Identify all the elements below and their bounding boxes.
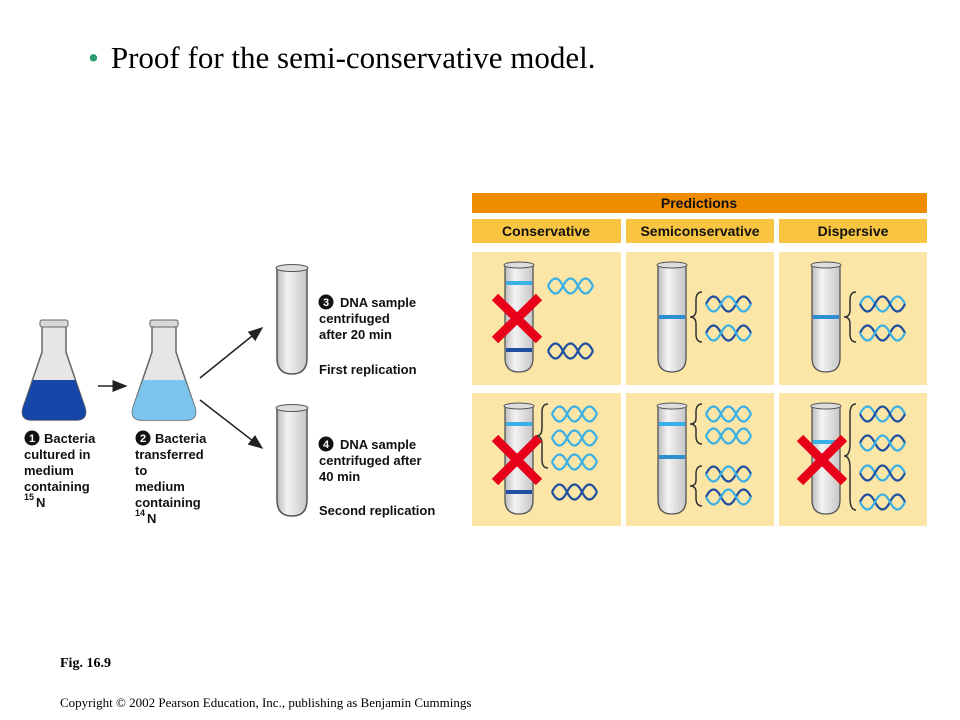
svg-text:centrifuged after: centrifuged after: [319, 453, 422, 468]
header-dispersive: [779, 219, 927, 243]
svg-text:Bacteria: Bacteria: [155, 431, 207, 446]
band-light: [813, 440, 839, 444]
panel-semiconservative-first: [626, 252, 774, 385]
svg-text:transferred: transferred: [135, 447, 204, 462]
svg-text:40 min: 40 min: [319, 469, 360, 484]
predictions-header-bar: [472, 193, 927, 213]
brace-icon: [689, 291, 703, 343]
dna-helix-icon: [705, 427, 752, 445]
copyright-notice: Copyright © 2002 Pearson Education, Inc.…: [60, 695, 472, 710]
dna-helix-icon: [859, 405, 906, 423]
svg-text:4: 4: [323, 439, 330, 451]
band-light: [659, 422, 685, 426]
tube-semiconservative-first: [656, 261, 688, 373]
header-conservative: [472, 219, 621, 243]
dna-helix-icon: [859, 493, 906, 511]
svg-text:DNA sample: DNA sample: [340, 295, 416, 310]
svg-text:containing: containing: [135, 495, 201, 510]
dna-helix-icon: [859, 295, 906, 313]
svg-text:cultured in: cultured in: [24, 447, 91, 462]
svg-text:2: 2: [140, 433, 146, 445]
tube-first-replication: [275, 264, 309, 375]
svg-text:after 20 min: after 20 min: [319, 327, 392, 342]
first-replication-label: First replication: [319, 362, 417, 377]
band-intermediate: [659, 315, 685, 319]
band-intermediate: [659, 455, 685, 459]
x-mark-icon: [491, 434, 543, 486]
panel-dispersive-second: [779, 393, 927, 526]
step-1-label: 1 Bacteria cultured in medium containing…: [24, 430, 96, 510]
svg-text:to: to: [135, 463, 147, 478]
brace-icon: [843, 291, 857, 343]
panel-conservative-second: [472, 393, 621, 526]
brace-icon: [689, 465, 703, 507]
svg-text:centrifuged: centrifuged: [319, 311, 390, 326]
band-heavy: [506, 490, 532, 494]
dna-helix-icon: [859, 434, 906, 452]
dna-helix-icon: [705, 295, 752, 313]
dna-helix-icon: [547, 342, 594, 360]
figure-label: Fig. 16.9: [60, 656, 111, 671]
slide-headline: • Proof for the semi-conservative model.: [88, 40, 596, 76]
brace-icon: [843, 403, 857, 511]
x-mark-icon: [491, 293, 543, 344]
tube-dispersive-first: [810, 261, 842, 373]
dna-helix-icon: [705, 405, 752, 423]
dna-helix-icon: [859, 464, 906, 482]
header-semiconservative: [626, 219, 774, 243]
dna-helix-icon: [859, 324, 906, 342]
svg-text:medium: medium: [135, 479, 185, 494]
dna-helix-icon: [551, 483, 598, 501]
band-light: [506, 422, 532, 426]
panel-conservative-first: [472, 252, 621, 385]
x-mark-icon: [796, 434, 848, 486]
flask-15n: [21, 319, 87, 421]
flask-14n: [131, 319, 197, 421]
headline-text: Proof for the semi-conservative model.: [110, 40, 596, 75]
dna-helix-icon: [551, 453, 598, 471]
svg-text:N: N: [147, 511, 156, 526]
step-3-label: 3 DNA sample centrifuged after 20 min: [318, 294, 416, 342]
tube-second-replication: [275, 404, 309, 517]
svg-text:1: 1: [29, 433, 35, 445]
svg-text:DNA sample: DNA sample: [340, 437, 416, 452]
step-2-label: 2 Bacteria transferred to medium contain…: [135, 430, 207, 526]
svg-text:3: 3: [323, 297, 329, 309]
brace-icon: [689, 403, 703, 445]
svg-text:containing: containing: [24, 479, 90, 494]
panel-dispersive-first: [779, 252, 927, 385]
dna-helix-icon: [551, 405, 598, 423]
arrow-to-second-replication: [199, 399, 264, 449]
svg-text:15: 15: [24, 492, 34, 502]
predictions-title: Predictions: [661, 195, 737, 211]
dna-helix-icon: [705, 465, 752, 483]
svg-text:medium: medium: [24, 463, 74, 478]
svg-text:14: 14: [135, 508, 145, 518]
second-replication-label: Second replication: [319, 503, 435, 518]
arrow-to-first-replication: [199, 327, 264, 379]
dna-helix-icon: [551, 429, 598, 447]
bullet-icon: •: [88, 40, 99, 75]
step-4-label: 4 DNA sample centrifuged after 40 min: [318, 436, 422, 484]
label-conservative: Conservative: [502, 223, 590, 239]
label-semiconservative: Semiconservative: [640, 223, 759, 239]
band-intermediate: [813, 315, 839, 319]
dna-helix-icon: [705, 488, 752, 506]
label-dispersive: Dispersive: [818, 223, 889, 239]
tube-semiconservative-second: [656, 402, 688, 515]
svg-text:Bacteria: Bacteria: [44, 431, 96, 446]
dna-helix-icon: [705, 324, 752, 342]
band-light: [506, 281, 532, 285]
band-heavy: [506, 348, 532, 352]
svg-text:N: N: [36, 495, 45, 510]
dna-helix-icon: [547, 277, 594, 295]
